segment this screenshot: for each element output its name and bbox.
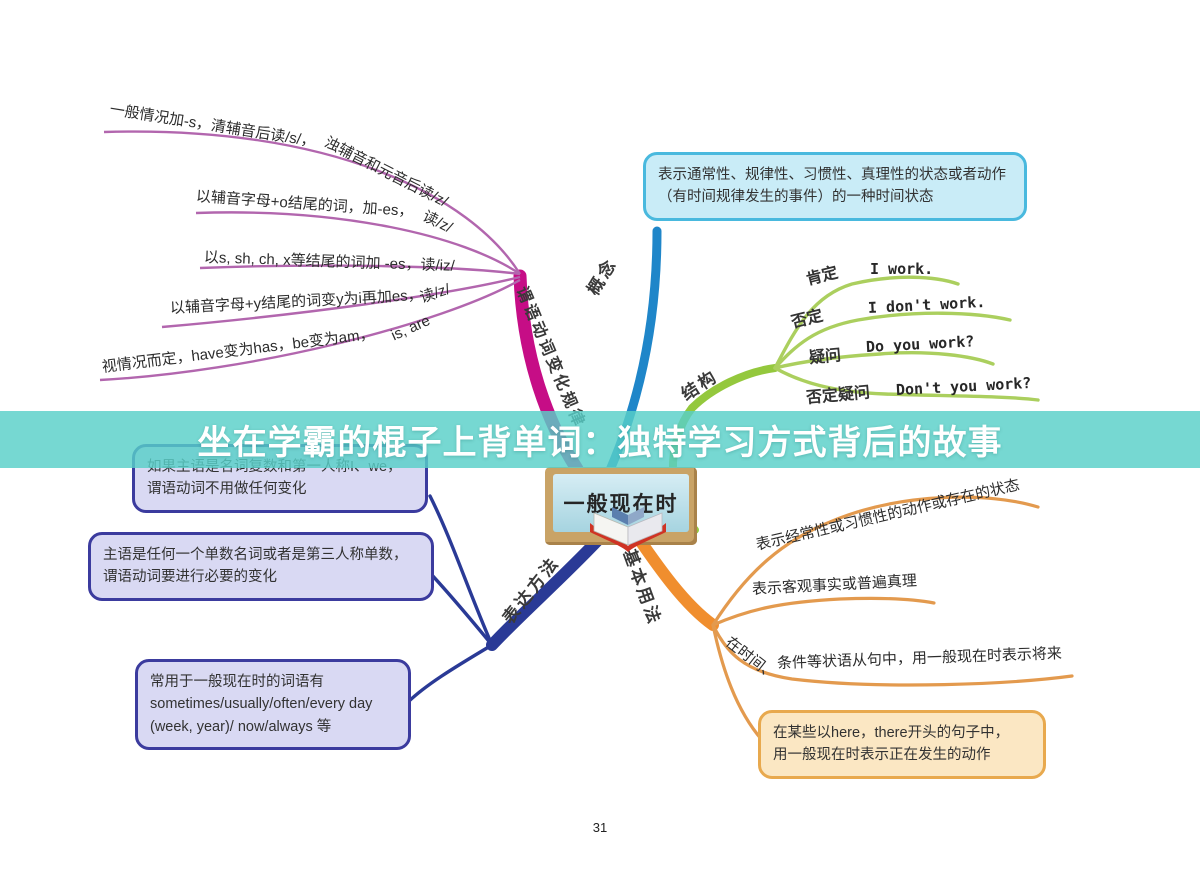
expression-line-1 [428,494,494,647]
rules-leaf-line-5 [99,278,521,382]
page-number: 31 [592,820,608,835]
expression-box-3: 常用于一般现在时的词语有 sometimes/usually/often/eve… [135,659,411,751]
open-book-icon [590,507,666,552]
expression-line-2 [429,572,494,647]
expression-branch-trunk [486,534,604,651]
structure-type-question: 疑问 [808,347,842,367]
rules-leaf-line-1 [103,130,522,275]
structure-line-question [773,351,995,370]
expression-line-3 [406,643,494,704]
central-topic-title: 一般现在时 [553,474,689,532]
usage-box: 在某些以here，there开头的句子中， 用一般现在时表示正在发生的动作 [758,710,1046,779]
usage-line-2 [711,596,936,627]
headline-banner: 坐在学霸的棍子上背单词：独特学习方式背后的故事 [0,411,1200,468]
structure-line-affirmative [773,275,960,370]
usage-line-4 [711,623,764,742]
structure-example-affirmative: I work. [870,260,934,278]
concept-box: 表示通常性、规律性、习惯性、真理性的状态或者动作 （有时间规律发生的事件）的一种… [643,152,1027,221]
rules-leaf-line-4 [161,275,521,329]
rules-leaf-line-3 [199,264,521,276]
usage-line-3 [711,623,1074,687]
expression-box-2: 主语是任何一个单数名词或者是第三人称单数， 谓语动词要进行必要的变化 [88,532,434,601]
structure-line-negative-question [773,366,1040,402]
rules-leaf-line-2 [195,211,521,275]
usage-line-1 [711,495,1040,627]
headline-banner-text: 坐在学霸的棍子上背单词：独特学习方式背后的故事 [197,424,1003,462]
structure-line-negative [773,311,1012,370]
